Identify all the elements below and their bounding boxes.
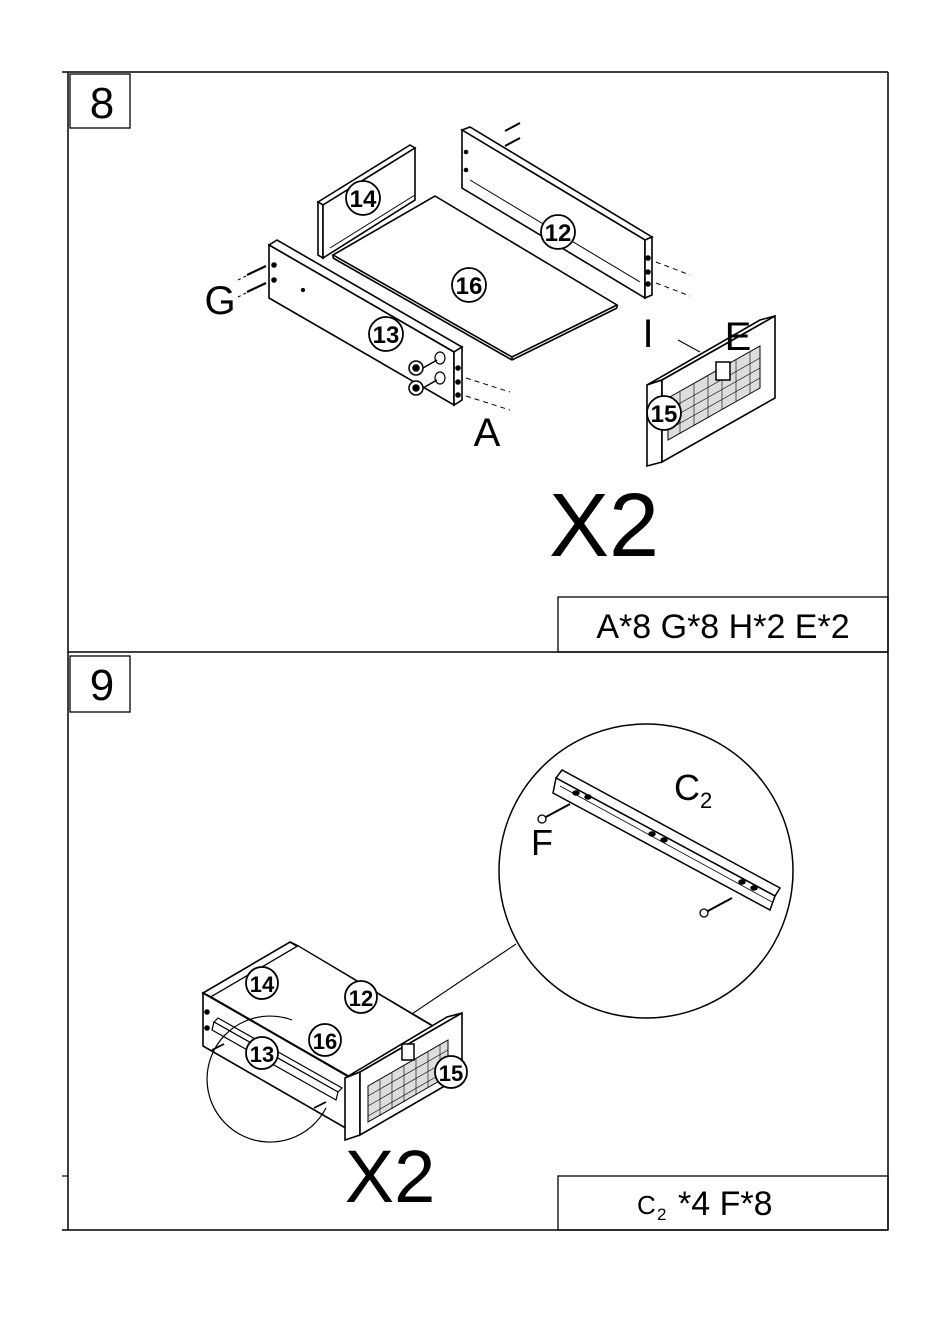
step-number: 8	[90, 79, 114, 128]
svg-text:*4 F*8: *4 F*8	[678, 1185, 773, 1223]
svg-text:14: 14	[350, 186, 377, 213]
label-e: E	[725, 315, 752, 359]
part-label-13: 13	[246, 1037, 278, 1069]
hardware-list: C 2 *4 F*8	[637, 1185, 773, 1224]
label-i: I	[642, 312, 653, 356]
part-label-15: 15	[647, 396, 681, 430]
svg-text:13: 13	[250, 1042, 274, 1067]
part-label-12: 12	[345, 981, 377, 1013]
part-label-12: 12	[541, 215, 575, 249]
part-label-13: 13	[369, 317, 403, 351]
svg-text:14: 14	[250, 972, 275, 997]
svg-text:2: 2	[657, 1205, 666, 1224]
step-8-panel: 8 A*8 G*8 H*2 E*2 X2	[62, 72, 888, 652]
handle-icon	[716, 362, 730, 380]
label-c-subscript: 2	[700, 788, 712, 813]
svg-text:16: 16	[313, 1029, 337, 1054]
svg-text:13: 13	[373, 322, 400, 349]
step-number: 9	[90, 661, 114, 710]
part-label-14: 14	[246, 967, 278, 999]
part-label-14: 14	[346, 181, 380, 215]
part-label-16: 16	[452, 268, 486, 302]
panel-15	[647, 316, 775, 466]
detail-callout: C 2 F	[388, 724, 793, 1030]
handle-icon	[402, 1044, 414, 1060]
svg-text:12: 12	[545, 220, 572, 247]
svg-text:15: 15	[651, 401, 678, 428]
screw-g-icon	[247, 266, 266, 292]
part-label-15: 15	[435, 1056, 467, 1088]
svg-text:12: 12	[349, 986, 373, 1011]
assembly-guide-lines	[656, 262, 690, 296]
screw-icon	[505, 123, 520, 146]
part-label-16: 16	[309, 1024, 341, 1056]
step-9-panel: 9 C 2 *4 F*8 X2	[62, 652, 888, 1230]
hardware-list: A*8 G*8 H*2 E*2	[596, 608, 849, 646]
quantity-multiplier: X2	[345, 1135, 436, 1218]
svg-text:15: 15	[439, 1061, 463, 1086]
svg-text:C: C	[637, 1190, 656, 1220]
label-f: F	[531, 822, 553, 863]
label-c: C	[674, 767, 700, 808]
svg-text:16: 16	[456, 273, 483, 300]
label-g: G	[204, 279, 235, 323]
label-a: A	[474, 411, 501, 455]
quantity-multiplier: X2	[549, 476, 659, 576]
